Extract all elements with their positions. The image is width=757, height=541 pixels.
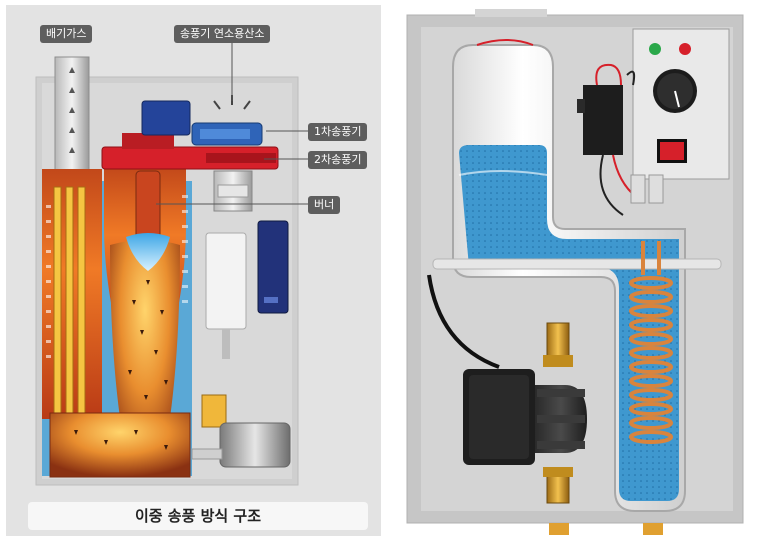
dual-blower-diagram: 배기가스 송풍기 연소용산소 1차송풍기 2차송풍기 버너 이중 송풍 방식 구… [6,5,381,536]
boiler-illustration [35,35,308,486]
secondary-blower-label: 2차송풍기 [308,151,368,169]
electric-boiler-diagram [387,5,753,536]
electric-boiler-illustration [406,9,744,535]
combustion-air-label: 송풍기 연소용산소 [174,25,271,43]
exhaust-gas-label: 배기가스 [40,25,93,43]
burner-label: 버너 [308,196,341,214]
primary-blower-label: 1차송풍기 [308,123,368,141]
diagram-caption: 이중 송풍 방식 구조 [28,502,368,530]
